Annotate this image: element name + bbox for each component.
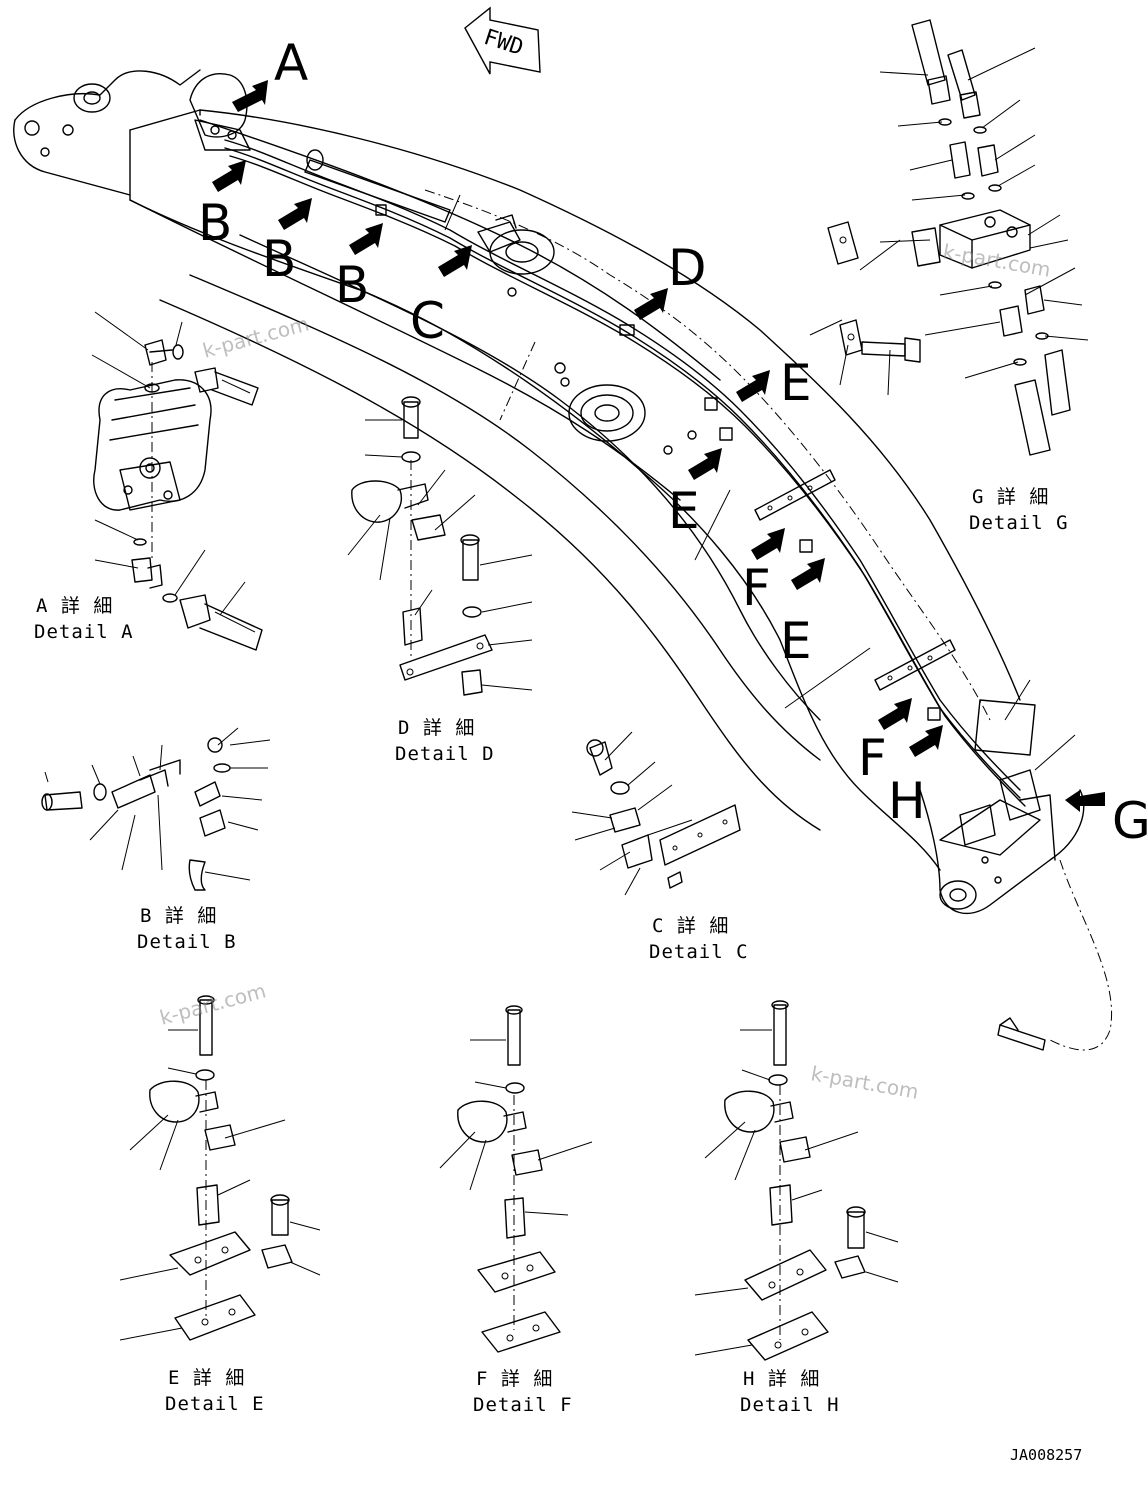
arrow-h xyxy=(909,725,943,757)
boom-leader-lines xyxy=(444,194,1076,771)
detail-a-illustration xyxy=(91,311,263,651)
detail-g-jp-label: G 詳 細 xyxy=(972,486,1049,508)
detail-b-en-label: Detail B xyxy=(137,931,237,953)
arrow-b1 xyxy=(212,160,246,192)
arrow-e3 xyxy=(791,558,825,590)
callout-letter-f1: F xyxy=(742,559,771,617)
detail-a-jp-label: A 詳 細 xyxy=(36,595,113,617)
arrow-d xyxy=(634,288,668,320)
callout-letter-b3: B xyxy=(335,256,369,314)
detail-d-en-label: Detail D xyxy=(395,743,495,765)
arrow-e2 xyxy=(688,448,722,480)
watermark-1: k-part.com xyxy=(200,311,311,362)
watermark-3: k-part.com xyxy=(941,239,1052,282)
detail-d-illustration xyxy=(347,396,533,696)
detail-g-illustration xyxy=(809,19,1089,456)
arrow-b3 xyxy=(349,223,383,255)
arrow-a xyxy=(232,80,268,112)
arrow-g xyxy=(1065,790,1105,812)
forward-direction-sign: FWD xyxy=(464,6,541,75)
arrow-f2 xyxy=(878,698,912,730)
arrow-f1 xyxy=(751,528,785,560)
callout-letter-a: A xyxy=(274,34,308,92)
callout-letter-e3: E xyxy=(780,612,812,670)
detail-h-illustration xyxy=(694,1000,899,1361)
callout-letter-g: G xyxy=(1112,792,1148,850)
detail-c-en-label: Detail C xyxy=(649,941,749,963)
detail-b-illustration xyxy=(41,727,271,891)
detail-e-en-label: Detail E xyxy=(165,1393,265,1415)
detail-h-jp-label: H 詳 細 xyxy=(743,1368,820,1390)
watermark-2: k-part.com xyxy=(157,978,268,1029)
drawing-number: JA008257 xyxy=(1010,1446,1082,1464)
detail-h-en-label: Detail H xyxy=(740,1394,840,1416)
callout-letter-b2: B xyxy=(262,230,296,288)
callout-letter-e1: E xyxy=(780,354,812,412)
callout-letter-d: D xyxy=(668,239,707,297)
arrow-c xyxy=(438,245,472,277)
arrow-b2 xyxy=(278,198,312,230)
arrow-e1 xyxy=(736,370,770,402)
detail-a-en-label: Detail A xyxy=(34,621,134,643)
callout-letter-h: H xyxy=(888,772,926,830)
detail-b-jp-label: B 詳 細 xyxy=(140,905,217,927)
boom-assembly xyxy=(13,69,1112,1051)
detail-labels: A 詳 細 Detail A B 詳 細 Detail B C 詳 細 Deta… xyxy=(34,486,1069,1416)
detail-d-jp-label: D 詳 細 xyxy=(398,717,475,739)
callout-arrows xyxy=(212,80,1105,812)
callout-letter-e2: E xyxy=(668,482,700,540)
hydraulic-piping xyxy=(189,73,1056,861)
detail-e-illustration xyxy=(119,995,321,1341)
callout-letter-c: C xyxy=(410,292,445,350)
detail-f-jp-label: F 詳 細 xyxy=(476,1368,553,1390)
callout-letters: A B B B C D E E E F F G H xyxy=(198,34,1148,850)
watermark-4: k-part.com xyxy=(809,1061,920,1104)
detail-e-jp-label: E 詳 細 xyxy=(168,1367,245,1389)
detail-f-illustration xyxy=(439,1005,593,1353)
callout-letter-b1: B xyxy=(198,194,232,252)
detail-c-illustration xyxy=(571,731,741,896)
detail-g-en-label: Detail G xyxy=(969,512,1069,534)
detail-c-jp-label: C 詳 細 xyxy=(652,915,729,937)
detail-f-en-label: Detail F xyxy=(473,1394,573,1416)
callout-letter-f2: F xyxy=(858,729,887,787)
